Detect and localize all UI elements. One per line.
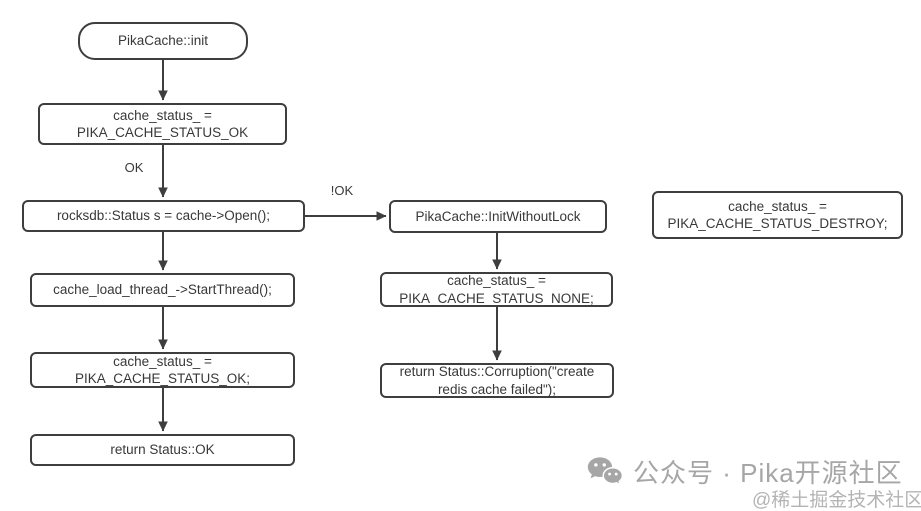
edge-label-ok: OK (116, 160, 152, 175)
node-pikacache-init: PikaCache::init (78, 22, 248, 60)
node-return-corruption: return Status::Corruption("create redis … (380, 363, 614, 398)
node-set-cache-status-destroy: cache_status_ = PIKA_CACHE_STATUS_DESTRO… (652, 191, 903, 239)
watermark-community-text: @稀土掘金技术社区 (752, 490, 921, 511)
node-set-cache-status-ok-final: cache_status_ = PIKA_CACHE_STATUS_OK; (30, 352, 295, 388)
node-cache-load-thread-start: cache_load_thread_->StartThread(); (30, 273, 295, 307)
node-rocksdb-open: rocksdb::Status s = cache->Open(); (22, 200, 305, 232)
node-set-cache-status-ok: cache_status_ = PIKA_CACHE_STATUS_OK (38, 103, 287, 145)
edge-label-not-ok: !OK (322, 183, 362, 198)
node-return-status-ok: return Status::OK (30, 434, 295, 466)
wechat-icon (586, 456, 624, 487)
watermark: 公众号 · Pika开源社区 (586, 453, 903, 490)
node-init-without-lock: PikaCache::InitWithoutLock (389, 200, 607, 233)
watermark-channel-text: 公众号 · Pika开源社区 (633, 458, 903, 488)
node-set-cache-status-none: cache_status_ = PIKA_CACHE_STATUS_NONE; (380, 272, 613, 307)
